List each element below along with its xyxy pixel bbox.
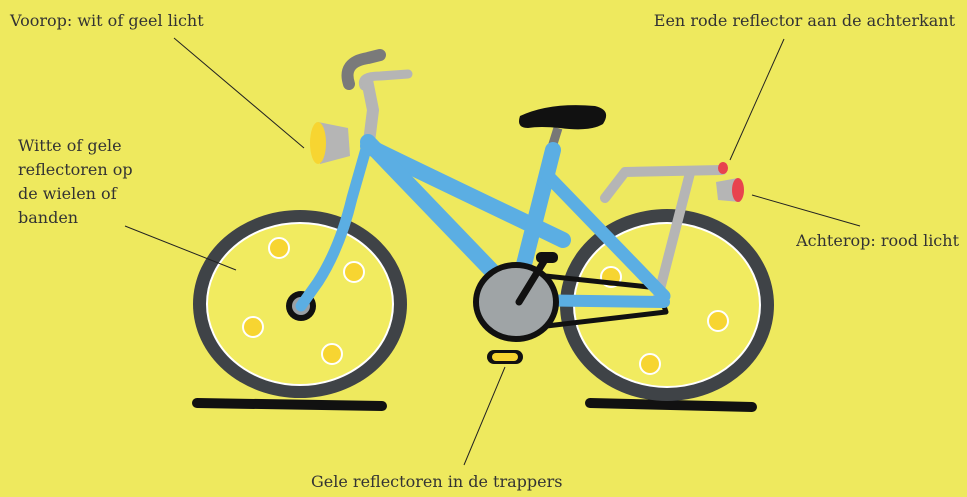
wheel-reflector [322,344,342,364]
front-light [310,122,350,164]
handlebar [348,55,408,142]
callout-line-front-light [174,38,304,148]
wheel-reflector [708,311,728,331]
label-rear-light: Achterop: rood licht [796,229,959,253]
wheel-reflector [269,238,289,258]
wheel-reflector [243,317,263,337]
label-wheel-line: de wielen of [18,182,188,206]
label-wheel-reflectors: Witte of gele reflectoren op de wielen o… [18,134,188,230]
label-wheel-line: reflectoren op [18,158,188,182]
rear-ground-shadow [590,403,752,407]
label-wheel-line: banden [18,206,188,230]
callout-line-rear-light [752,195,860,226]
label-wheel-line: Witte of gele [18,134,188,158]
wheel-reflector [344,262,364,282]
front-ground-shadow [197,403,382,406]
callout-line-rear-reflector [730,39,784,160]
label-pedal-reflectors: Gele reflectoren in de trappers [311,470,562,494]
pedal-reflector [492,353,518,361]
pedal-top [536,252,558,263]
label-front-light: Voorop: wit of geel licht [10,9,204,33]
label-rear-reflector: Een rode reflector aan de achterkant [654,9,955,33]
wheel-reflector [640,354,660,374]
rear-reflector [718,162,728,174]
callout-line-pedal-reflectors [464,367,505,465]
saddle [519,105,606,160]
